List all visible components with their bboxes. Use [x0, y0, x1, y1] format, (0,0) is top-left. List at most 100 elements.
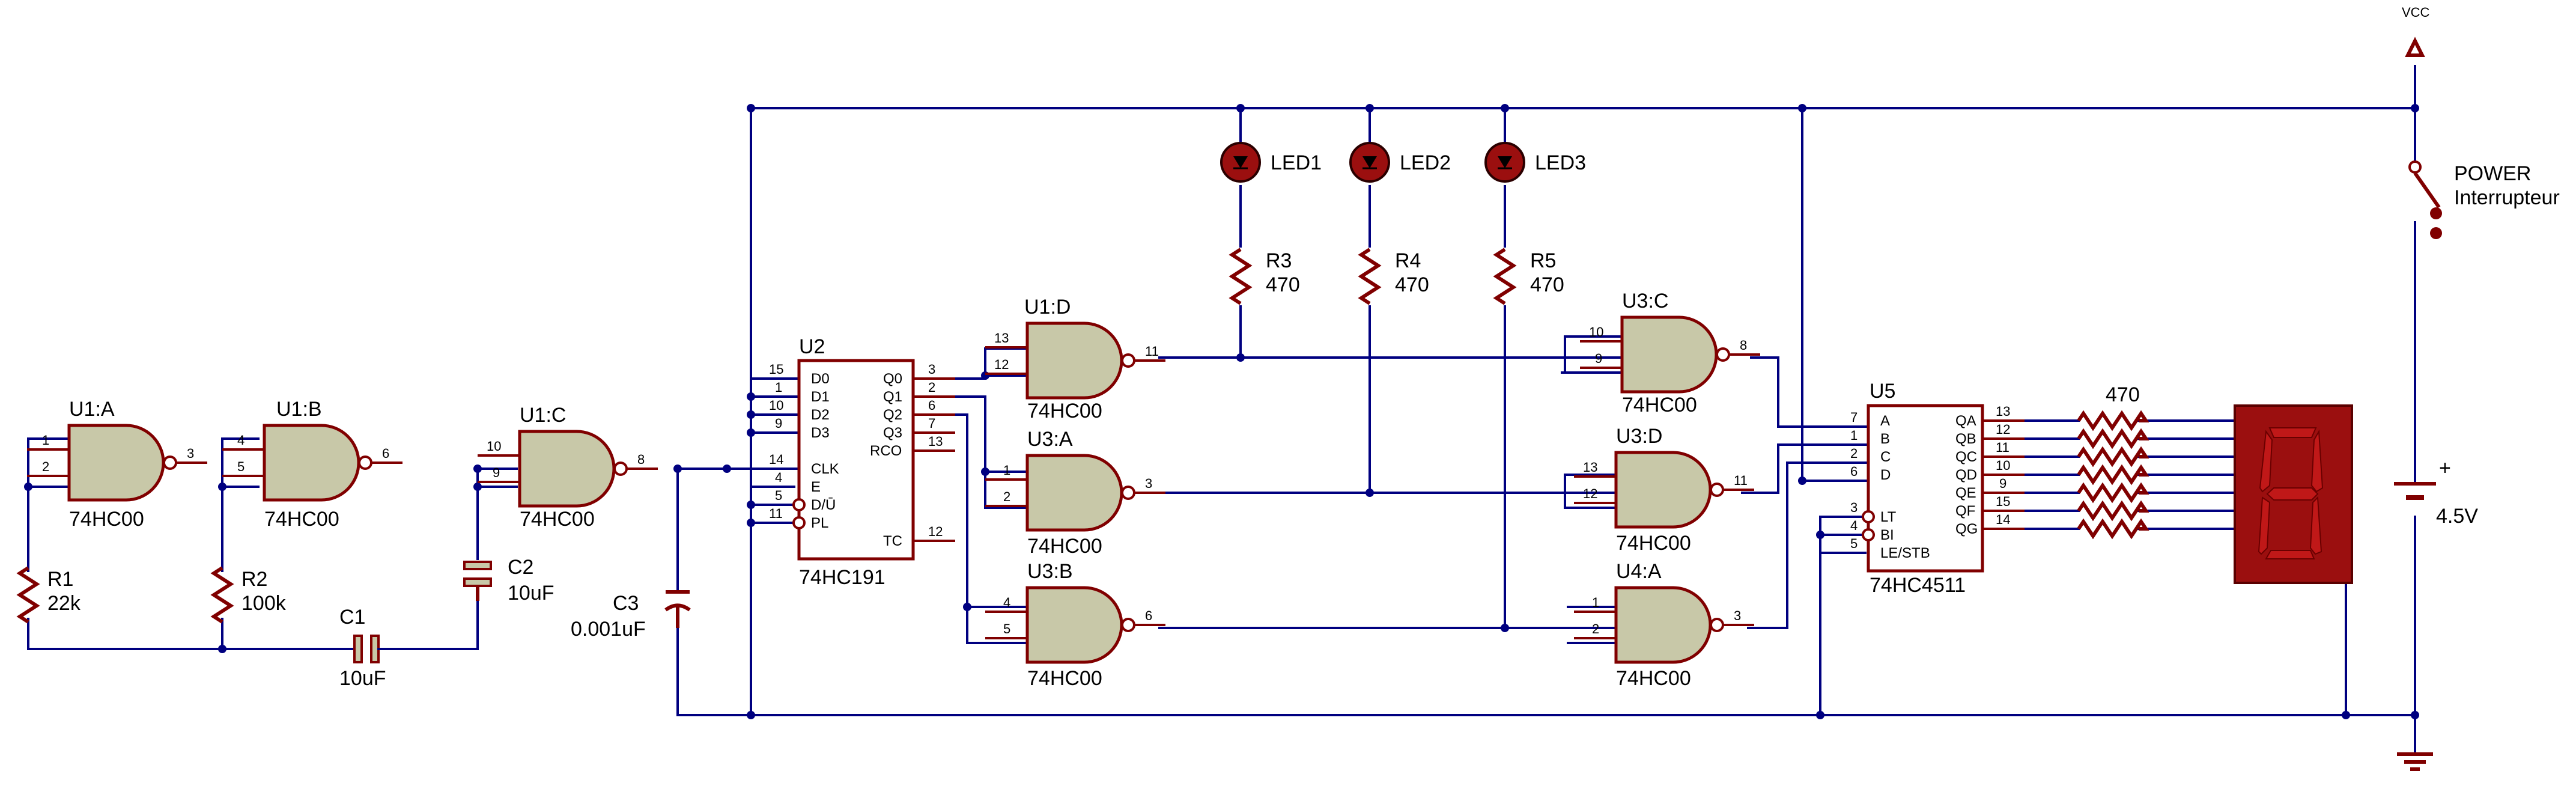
resistor-value: 470 [1395, 273, 1429, 296]
nand-gate-u3d[interactable]: U3:D 74HC00 13 12 11 [1574, 425, 1754, 555]
pin-num: 13 [1996, 404, 2010, 419]
pin-num: 11 [1996, 440, 2009, 455]
pin-num: 1 [42, 433, 49, 448]
pin-num: 7 [1850, 410, 1858, 425]
led-2[interactable]: LED2 [1349, 142, 1451, 183]
seven-segment-display[interactable] [2234, 404, 2353, 584]
resistor-r4[interactable]: R4 470 [1361, 249, 1429, 303]
nand-gate-u1a[interactable]: U1:A 74HC00 1 2 3 [27, 398, 207, 531]
gate-ref: U1:A [69, 398, 115, 421]
pin-num: 4 [1850, 518, 1858, 533]
nand-gate-u1b[interactable]: U1:B 74HC00 4 5 6 [222, 398, 402, 531]
pin-num: 6 [928, 398, 935, 413]
resistor-value: 22k [47, 592, 81, 615]
pin-label: TC [883, 533, 902, 549]
nand-gate-u1c[interactable]: U1:C 74HC00 10 9 8 [478, 404, 658, 531]
pin-label: E [811, 479, 821, 495]
pin-num: 8 [1740, 338, 1747, 353]
pin-label: QB [1955, 431, 1976, 447]
gate-value: 74HC00 [1027, 535, 1102, 558]
ic-u2-74hc191[interactable]: U2 74HC191 15 1 10 9 14 4 5 11 D0 D1 D2 … [769, 335, 955, 589]
pin-num: 2 [928, 380, 935, 395]
pin-label: QG [1955, 521, 1978, 537]
pin-num: 2 [1850, 446, 1858, 461]
pin-num: 6 [1145, 608, 1152, 623]
pin-num: 11 [1145, 344, 1159, 359]
gate-value: 74HC00 [264, 508, 339, 531]
pin-num: 4 [775, 470, 782, 485]
pin-num: 3 [1145, 476, 1152, 491]
pin-num: 12 [994, 357, 1009, 372]
pin-num: 12 [928, 524, 943, 539]
pin-num: 5 [237, 459, 245, 474]
pin-num: 2 [42, 459, 49, 474]
pin-num: 1 [775, 380, 782, 395]
pin-label: A [1880, 413, 1890, 429]
pin-label: QE [1955, 485, 1976, 501]
battery-4v5[interactable]: + 4.5V [2394, 457, 2478, 528]
nand-gate-u3b[interactable]: U3:B 74HC00 4 5 6 [985, 560, 1165, 690]
resistor-ref: R2 [242, 568, 267, 591]
capacitor-ref: C1 [339, 606, 365, 629]
pin-num: 9 [1999, 476, 2006, 491]
ground-symbol [2397, 752, 2433, 771]
pin-num: 15 [769, 362, 783, 377]
pin-label: RCO [870, 443, 902, 459]
vcc-terminal: VCC [2402, 5, 2430, 57]
resistor-r1[interactable]: R1 22k [20, 568, 81, 622]
pin-label: B [1880, 431, 1890, 447]
pin-num: 1 [1592, 595, 1599, 610]
gate-value: 74HC00 [1616, 667, 1691, 690]
resistor-ref: R3 [1266, 249, 1292, 272]
pin-label: D0 [811, 371, 830, 387]
resistor-ref: R1 [47, 568, 73, 591]
power-switch[interactable]: POWER Interrupteur [2408, 160, 2560, 239]
led-label: LED1 [1271, 151, 1322, 174]
pin-label: BI [1880, 527, 1894, 543]
wires [27, 65, 2416, 752]
battery-plus: + [2439, 457, 2451, 480]
pin-label: D2 [811, 407, 830, 423]
resistor-r3[interactable]: R3 470 [1232, 249, 1300, 303]
resistor-value: 470 [1266, 273, 1300, 296]
nand-gate-u4a[interactable]: U4:A 74HC00 1 2 3 [1574, 560, 1754, 690]
pin-num: 5 [775, 488, 782, 503]
pin-num: 14 [1996, 512, 2010, 527]
resistor-r2[interactable]: R2 100k [214, 568, 287, 622]
led-3[interactable]: LED3 [1484, 142, 1586, 183]
pin-label: PL [811, 515, 828, 531]
pin-label: CLK [811, 461, 839, 477]
capacitor-value: 10uF [339, 667, 386, 690]
pin-num: 15 [1996, 494, 2010, 509]
gate-ref: U3:B [1027, 560, 1073, 583]
battery-value: 4.5V [2436, 505, 2478, 528]
gate-ref: U3:D [1616, 425, 1662, 448]
resistor-value: 470 [1530, 273, 1564, 296]
resistor-ref: R5 [1530, 249, 1556, 272]
led-label: LED3 [1535, 151, 1586, 174]
pin-num: 6 [382, 446, 389, 461]
nand-gate-u1d[interactable]: U1:D 74HC00 13 12 11 [985, 296, 1165, 422]
pin-num: 2 [1003, 489, 1010, 504]
pin-num: 13 [994, 331, 1009, 346]
pin-label: LE/STB [1880, 545, 1930, 561]
pin-num: 2 [1592, 621, 1599, 636]
pin-num: 10 [1996, 458, 2010, 473]
capacitor-value: 10uF [508, 582, 554, 605]
resistor-r5[interactable]: R5 470 [1496, 249, 1564, 303]
pin-num: 10 [1589, 324, 1603, 340]
pin-num: 1 [1003, 463, 1010, 478]
ic-u5-74hc4511[interactable]: U5 74HC4511 7 1 2 6 3 4 5 A B C D LT BI … [1850, 380, 2025, 597]
switch-description: Interrupteur [2454, 186, 2560, 209]
capacitor-c3[interactable]: C3 0.001uF [571, 590, 691, 641]
capacitor-c1[interactable]: C1 10uF [335, 606, 398, 690]
capacitor-ref: C3 [613, 592, 639, 615]
nand-gate-u3a[interactable]: U3:A 74HC00 1 2 3 [985, 428, 1165, 558]
resistor-array[interactable]: 470 [2077, 383, 2149, 540]
pin-label: D/Ū [811, 497, 836, 513]
led-1[interactable]: LED1 [1220, 142, 1322, 183]
capacitor-c2[interactable]: C2 10uF [463, 556, 554, 605]
nand-gate-u3c[interactable]: U3:C 74HC00 10 9 8 [1580, 290, 1760, 416]
gate-value: 74HC00 [1027, 667, 1102, 690]
